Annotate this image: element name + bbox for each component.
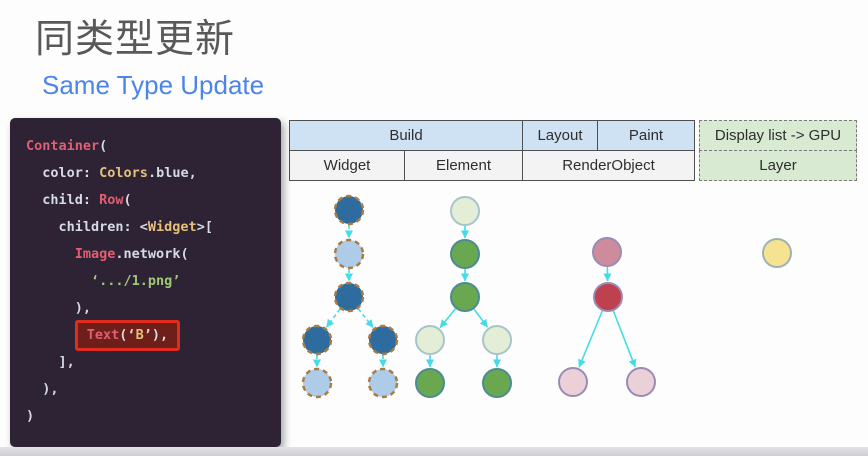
cell-element: Element — [404, 150, 523, 181]
tree-edge-arrow — [473, 308, 489, 328]
code-token: B — [135, 327, 144, 343]
code-token: Text — [86, 327, 120, 343]
cell-layer: Layer — [699, 150, 857, 181]
code-token: ), — [26, 381, 59, 397]
tree-edge-arrow — [578, 310, 604, 368]
code-token: ], — [26, 354, 75, 370]
code-line: Container( — [26, 133, 281, 160]
pipeline-table: Build Layout Paint Display list -> GPU W… — [289, 120, 857, 181]
layer-node — [762, 238, 792, 268]
tree-edge-arrow — [439, 308, 457, 329]
code-token: ) — [26, 408, 35, 424]
pipeline-object-row: Widget Element RenderObject Layer — [289, 150, 857, 181]
widget-node-4 — [301, 324, 333, 356]
code-block: Container( color: Colors.blue, child: Ro… — [10, 118, 281, 447]
tree-edge-arrow — [357, 308, 374, 328]
code-token: Colors — [99, 165, 148, 181]
code-line: ), — [26, 376, 281, 403]
code-token: Widget — [147, 219, 197, 235]
cell-layout: Layout — [522, 120, 598, 151]
code-line: color: Colors.blue, — [26, 160, 281, 187]
element-node-6 — [415, 368, 445, 398]
element-node-root — [450, 196, 480, 226]
element-node-5 — [482, 325, 512, 355]
widget-node-2 — [333, 238, 365, 270]
code-token: ( — [123, 192, 132, 208]
cell-paint: Paint — [597, 120, 695, 151]
code-token: .network( — [115, 246, 189, 262]
code-token: Row — [99, 192, 124, 208]
cell-display-list-gpu: Display list -> GPU — [699, 120, 857, 151]
code-token: .blue, — [147, 165, 197, 181]
code-token: ‘.../1.png’ — [26, 273, 181, 289]
code-line: child: Row( — [26, 187, 281, 214]
element-node-4 — [415, 325, 445, 355]
cell-widget: Widget — [289, 150, 405, 181]
page-subtitle: Same Type Update — [42, 70, 265, 100]
tree-edge-arrow — [325, 308, 341, 328]
code-token: ), — [26, 300, 92, 316]
code-line: children: <Widget>[ — [26, 214, 281, 241]
element-node-2 — [450, 239, 480, 269]
code-line: ), — [26, 295, 281, 322]
widget-node-7 — [367, 367, 399, 399]
code-token: Container — [26, 138, 100, 154]
code-line: ) — [26, 403, 281, 430]
code-token: children: < — [26, 219, 148, 235]
element-node-7 — [482, 368, 512, 398]
element-node-3 — [450, 282, 480, 312]
code-token: ( — [99, 138, 108, 154]
widget-node-5 — [367, 324, 399, 356]
code-line: ‘.../1.png’ — [26, 268, 281, 295]
code-token: (‘ — [119, 327, 136, 343]
renderobject-node-root — [592, 237, 622, 267]
code-token: child: — [26, 192, 100, 208]
code-token: color: — [26, 165, 100, 181]
pipeline-phase-row: Build Layout Paint Display list -> GPU — [289, 120, 857, 151]
code-token: ’), — [143, 327, 169, 343]
widget-node-6 — [301, 367, 333, 399]
cell-build: Build — [289, 120, 523, 151]
code-token: >[ — [196, 219, 213, 235]
code-token: Image — [74, 246, 116, 262]
code-highlight-box: Text(‘B’), — [74, 320, 181, 351]
renderobject-node-4 — [626, 367, 656, 397]
slide-bottom-edge — [0, 447, 868, 456]
page-title: 同类型更新 — [35, 18, 236, 61]
code-line: Text(‘B’), — [26, 320, 281, 351]
tree-edge-arrow — [612, 310, 637, 368]
widget-node-3 — [333, 281, 365, 313]
renderobject-node-3 — [558, 367, 588, 397]
cell-renderobject: RenderObject — [522, 150, 695, 181]
widget-node-root — [333, 194, 365, 226]
code-line: Image.network( — [26, 241, 281, 268]
renderobject-node-2 — [593, 282, 623, 312]
code-line: ], — [26, 349, 281, 376]
code-token — [26, 246, 75, 262]
